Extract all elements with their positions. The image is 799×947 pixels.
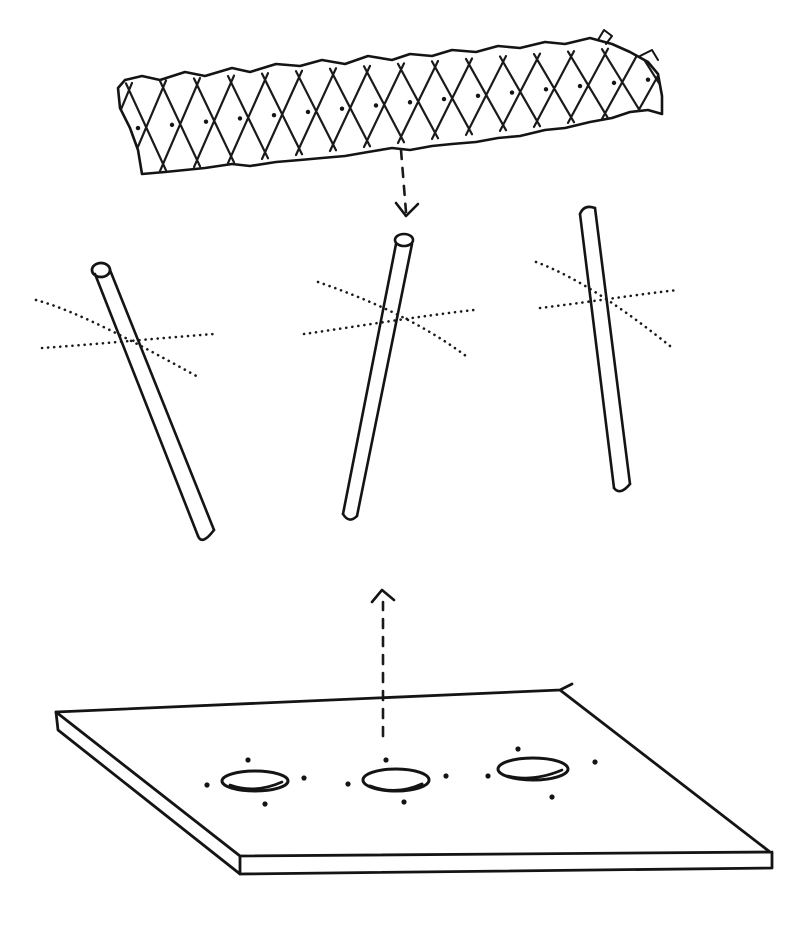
mesh-knot [509, 90, 515, 95]
rod-left-bottom-end [196, 528, 216, 542]
mesh-outline [116, 36, 664, 176]
hole-left-pin-top [245, 757, 251, 763]
hole-left [204, 757, 307, 807]
rod-right [534, 205, 680, 493]
mesh-knot [203, 119, 209, 124]
rod-center-rotation-guide-b [302, 308, 476, 336]
mesh-knot [407, 100, 413, 105]
mesh-frayed-edge [597, 29, 659, 61]
plate-front-edge [54, 710, 774, 876]
mesh-knot [543, 87, 549, 92]
hole-right-pin-left [485, 773, 491, 779]
mesh-knot [169, 122, 175, 128]
hole-center-pin-top [383, 757, 389, 763]
rod-left-rotation-guide-a [34, 298, 202, 380]
arrow-head [370, 588, 396, 604]
rod-center-edge-a [341, 242, 398, 516]
hole-right-pin-bottom [549, 794, 555, 800]
base-plate [54, 682, 774, 876]
hole-center-inner [368, 782, 424, 792]
hole-center-pin-right [443, 773, 449, 779]
hole-left-slot [220, 769, 290, 793]
rod-left-edge-b [108, 268, 216, 532]
mesh-lattice [118, 38, 662, 174]
hole-left-pin-left [204, 782, 210, 788]
rod-center-edge-b [355, 242, 414, 518]
rod-center-rotation-guide-a [316, 280, 468, 358]
arrow-plate-to-rod [370, 588, 396, 738]
rod-right-edge-b [593, 206, 632, 486]
hole-right-pin-right [592, 759, 598, 765]
mesh-knot [237, 116, 243, 121]
rod-right-rotation-guide-a [534, 260, 672, 348]
mesh-strip [116, 29, 664, 176]
mesh-knot [339, 106, 345, 111]
rod-left-rotation-guide-b [40, 332, 216, 350]
rod-left-edge-a [93, 272, 200, 538]
hole-left-inner [228, 780, 284, 791]
hole-center [345, 757, 449, 805]
hole-right-inner [506, 768, 564, 780]
rod-center-top-end [393, 232, 415, 248]
mesh-knot [441, 96, 447, 102]
mesh-knot [373, 103, 379, 108]
mesh-knot [611, 80, 617, 86]
arrow-mesh-to-rod [394, 148, 420, 218]
rod-center-bottom-end [341, 512, 359, 521]
hole-left-pin-right [301, 775, 307, 781]
hole-right [485, 746, 598, 800]
hole-center-pin-left [345, 781, 351, 787]
rod-right-edge-a [578, 212, 616, 490]
rod-right-rotation-guide-b [538, 288, 680, 310]
mesh-knot [577, 83, 583, 89]
arrow-shaft [399, 148, 408, 214]
hole-right-pin-top [515, 746, 521, 752]
hole-right-slot [496, 756, 570, 782]
rod-right-top-end [578, 205, 597, 216]
rod-left [34, 261, 216, 542]
rod-left-top-end [90, 261, 112, 279]
rod-right-bottom-end [612, 482, 632, 493]
arrow-head [394, 201, 420, 218]
mesh-knot [475, 93, 481, 99]
mesh-knot [271, 112, 277, 118]
mesh-knot [305, 109, 311, 115]
hole-left-pin-bottom [262, 801, 268, 807]
rod-center [302, 232, 476, 521]
mesh-knot [135, 125, 141, 131]
mesh-knot [645, 77, 651, 82]
hole-center-pin-bottom [401, 799, 407, 805]
